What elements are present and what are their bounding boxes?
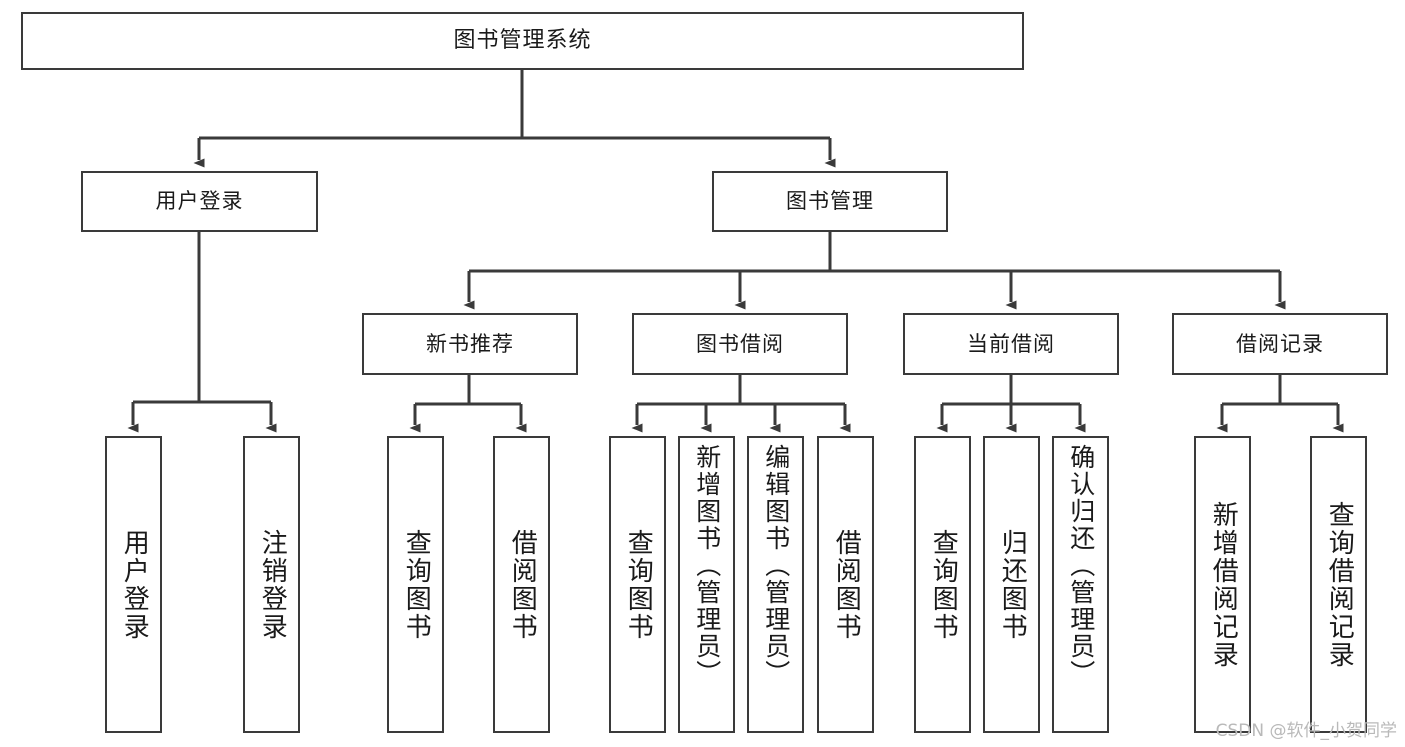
node-label: 用户登录 <box>119 528 150 641</box>
node-label: 用户登录 <box>155 189 244 213</box>
node-label: 查询借阅记录 <box>1324 500 1355 669</box>
leaf-book-borrow-add[interactable]: 新增图书（管理员） <box>678 436 735 733</box>
node-label: 借阅记录 <box>1236 331 1324 356</box>
node-root-system[interactable]: 图书管理系统 <box>21 12 1024 70</box>
node-label: 查询图书 <box>928 528 959 641</box>
node-label: 图书借阅 <box>696 331 784 356</box>
node-label: 归还图书 <box>997 528 1028 641</box>
leaf-book-borrow-edit[interactable]: 编辑图书（管理员） <box>747 436 804 733</box>
node-label: 查询图书 <box>623 528 654 641</box>
node-label: 新增图书（管理员） <box>692 444 722 687</box>
leaf-borrow-record-query[interactable]: 查询借阅记录 <box>1310 436 1367 733</box>
leaf-new-book-borrow[interactable]: 借阅图书 <box>493 436 550 733</box>
node-label: 新书推荐 <box>426 331 514 356</box>
node-label: 注销登录 <box>257 528 288 641</box>
node-book-borrow[interactable]: 图书借阅 <box>632 313 848 375</box>
node-new-book-recommend[interactable]: 新书推荐 <box>362 313 578 375</box>
leaf-current-borrow-return[interactable]: 归还图书 <box>983 436 1040 733</box>
node-current-borrow[interactable]: 当前借阅 <box>903 313 1119 375</box>
leaf-borrow-record-add[interactable]: 新增借阅记录 <box>1194 436 1251 733</box>
node-label: 图书管理 <box>786 189 874 213</box>
leaf-new-book-query[interactable]: 查询图书 <box>387 436 444 733</box>
leaf-user-login-logout[interactable]: 注销登录 <box>243 436 300 733</box>
node-book-management[interactable]: 图书管理 <box>712 171 948 232</box>
leaf-book-borrow-borrow[interactable]: 借阅图书 <box>817 436 874 733</box>
node-label: 图书管理系统 <box>453 28 592 53</box>
node-borrow-record[interactable]: 借阅记录 <box>1172 313 1388 375</box>
leaf-book-borrow-query[interactable]: 查询图书 <box>609 436 666 733</box>
node-label: 查询图书 <box>401 528 432 641</box>
leaf-current-borrow-confirm-return[interactable]: 确认归还（管理员） <box>1052 436 1109 733</box>
node-label: 编辑图书（管理员） <box>761 444 791 687</box>
node-user-login[interactable]: 用户登录 <box>81 171 318 232</box>
leaf-user-login-login[interactable]: 用户登录 <box>105 436 162 733</box>
node-label: 确认归还（管理员） <box>1066 444 1096 687</box>
node-label: 借阅图书 <box>831 528 862 641</box>
watermark: CSDN @软件_小贺同学 <box>1215 721 1397 741</box>
node-label: 借阅图书 <box>507 528 538 641</box>
node-label: 当前借阅 <box>967 331 1055 356</box>
leaf-current-borrow-query[interactable]: 查询图书 <box>914 436 971 733</box>
node-label: 新增借阅记录 <box>1208 500 1239 669</box>
